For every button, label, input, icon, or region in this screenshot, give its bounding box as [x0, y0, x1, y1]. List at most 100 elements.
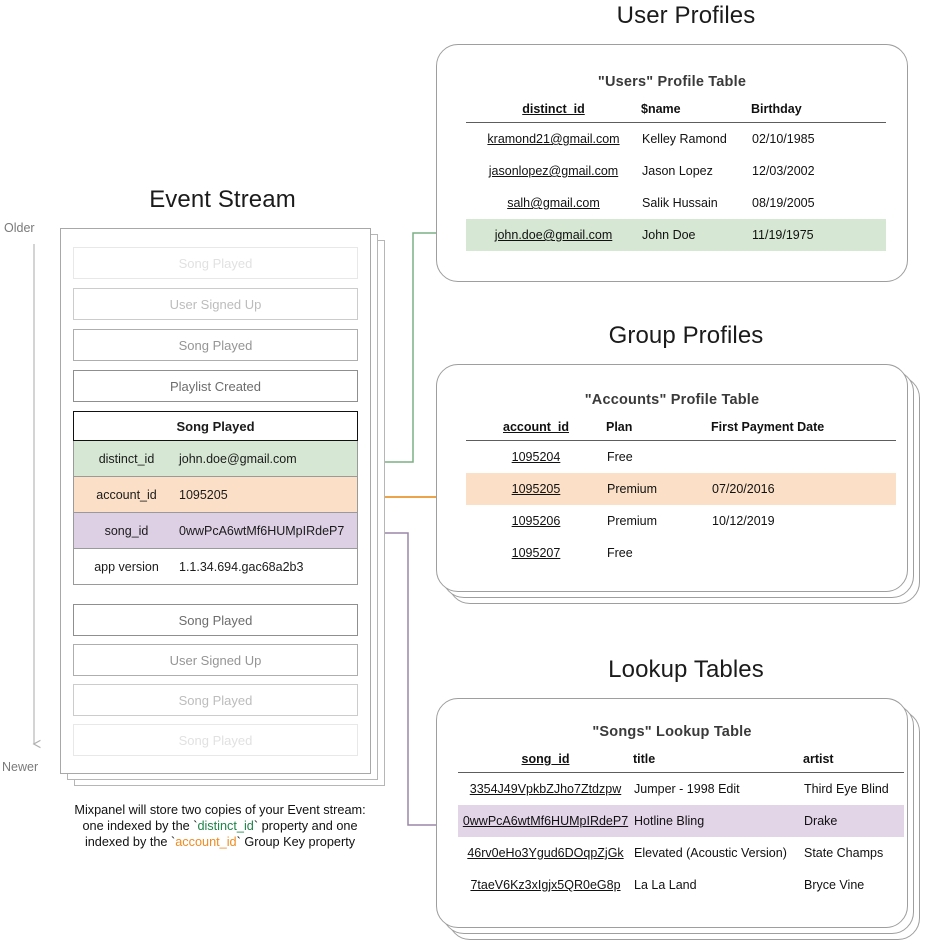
users-table-title: "Users" Profile Table	[597, 74, 747, 90]
event-item[interactable]: User Signed Up	[73, 644, 358, 676]
cell-birthday: 08/19/2005	[752, 196, 815, 210]
property-value: john.doe@gmail.com	[179, 451, 297, 466]
cell-song-id: 0wwPcA6wtMf6HUMpIRdeP7	[458, 805, 633, 837]
selected-event-name: Song Played	[73, 411, 358, 441]
table-row[interactable]: kramond21@gmail.com Kelley Ramond 02/10/…	[466, 123, 886, 156]
event-item[interactable]: Song Played	[73, 604, 358, 636]
axis-label-newer: Newer	[2, 760, 39, 774]
table-header-row: song_id title artist	[458, 752, 904, 772]
cell-title: Elevated (Acoustic Version)	[634, 846, 787, 860]
cell-birthday: 02/10/1985	[752, 132, 815, 146]
cell-plan: Free	[607, 546, 633, 560]
property-key: song_id	[104, 523, 149, 538]
table-row[interactable]: 46rv0eHo3Ygud6DOqpZjGk Elevated (Acousti…	[458, 837, 904, 869]
event-item[interactable]: User Signed Up	[73, 288, 358, 320]
cell-artist: Bryce Vine	[804, 878, 865, 892]
caption-line-2-prefix: one indexed by the `	[82, 819, 198, 833]
cell-artist: State Champs	[804, 846, 884, 860]
column-header-title: title	[633, 752, 656, 766]
cell-name: Jason Lopez	[642, 164, 713, 178]
lookup-tables-title: Lookup Tables	[608, 656, 764, 683]
table-row[interactable]: 3354J49VpkbZJho7Ztdzpw Jumper - 1998 Edi…	[458, 773, 904, 806]
caption-line-2-suffix: ` property and one	[253, 819, 358, 833]
column-header-first-payment-date: First Payment Date	[711, 420, 825, 434]
cell-title: Hotline Bling	[633, 805, 803, 837]
cell-artist: Third Eye Blind	[804, 782, 889, 796]
cell-account-id: 1095206	[511, 514, 561, 528]
accounts-table-title: "Accounts" Profile Table	[584, 392, 760, 408]
table-row-highlighted[interactable]: 0wwPcA6wtMf6HUMpIRdeP7 Hotline Bling Dra…	[458, 805, 904, 837]
property-value: 1095205	[179, 487, 228, 502]
cell-title: La La Land	[634, 878, 697, 892]
cell-account-id: 1095204	[511, 450, 561, 464]
caption-distinct-id-key: distinct_id	[197, 819, 254, 833]
caption-line-3-prefix: indexed by the `	[84, 835, 176, 849]
event-property-song-id[interactable]: song_id 0wwPcA6wtMf6HUMpIRdeP7	[73, 513, 358, 549]
property-key: app version	[94, 559, 159, 574]
table-row[interactable]: 1095204 Free	[466, 441, 896, 474]
event-item[interactable]: Song Played	[73, 329, 358, 361]
event-property-app-version[interactable]: app version 1.1.34.694.gac68a2b3	[73, 549, 358, 585]
caption-line-2: one indexed by the `distinct_id` propert…	[40, 818, 400, 834]
table-row[interactable]: 1095207 Free	[466, 537, 896, 569]
cell-first-payment-date	[711, 537, 896, 569]
event-property-distinct-id[interactable]: distinct_id john.doe@gmail.com	[73, 441, 358, 477]
table-row[interactable]: 7taeV6Kz3xIgjx5QR0eG8p La La Land Bryce …	[458, 869, 904, 901]
event-property-account-id[interactable]: account_id 1095205	[73, 477, 358, 513]
event-item[interactable]: Song Played	[73, 684, 358, 716]
event-stream-stack: Song Played User Signed Up Song Played P…	[60, 228, 385, 786]
songs-lookup-card-stack: "Songs" Lookup Table song_id title artis…	[436, 698, 936, 948]
caption-line-1: Mixpanel will store two copies of your E…	[74, 803, 366, 817]
column-header-song-id: song_id	[521, 752, 570, 766]
cell-first-payment-date: 10/12/2019	[712, 514, 775, 528]
cell-plan: Free	[607, 450, 633, 464]
column-header-account-id: account_id	[503, 420, 569, 434]
cell-birthday: 12/03/2002	[752, 164, 815, 178]
cell-name: Salik Hussain	[642, 196, 718, 210]
cell-distinct-id: salh@gmail.com	[507, 196, 600, 210]
table-row[interactable]: jasonlopez@gmail.com Jason Lopez 12/03/2…	[466, 155, 886, 187]
event-item[interactable]: Song Played	[73, 247, 358, 279]
caption-line-3-suffix: ` Group Key property	[236, 835, 356, 849]
caption-line-3: indexed by the `account_id` Group Key pr…	[40, 834, 400, 850]
event-stream-title: Event Stream	[149, 186, 296, 213]
column-header-name: $name	[641, 102, 681, 116]
column-header-plan: Plan	[606, 420, 633, 434]
cell-name: Kelley Ramond	[642, 132, 727, 146]
column-header-distinct-id: distinct_id	[522, 102, 585, 116]
user-profiles-title: User Profiles	[616, 2, 756, 29]
table-row[interactable]: 1095206 Premium 10/12/2019	[466, 505, 896, 537]
selected-event-card[interactable]: Song Played distinct_id john.doe@gmail.c…	[73, 411, 358, 585]
cell-song-id: 3354J49VpkbZJho7Ztdzpw	[469, 782, 622, 796]
cell-song-id: 7taeV6Kz3xIgjx5QR0eG8p	[470, 878, 621, 892]
property-value: 0wwPcA6wtMf6HUMpIRdeP7	[179, 523, 345, 538]
cell-song-id: 46rv0eHo3Ygud6DOqpZjGk	[467, 846, 624, 860]
event-stream-list: Song Played User Signed Up Song Played P…	[60, 228, 371, 774]
users-profile-card-stack: "Users" Profile Table distinct_id $name …	[436, 44, 936, 284]
table-row-highlighted[interactable]: 1095205 Premium 07/20/2016	[466, 473, 896, 505]
event-item[interactable]: Song Played	[73, 724, 358, 756]
accounts-table: account_id Plan First Payment Date 10952…	[466, 420, 896, 569]
property-value: 1.1.34.694.gac68a2b3	[179, 559, 304, 574]
songs-table-title: "Songs" Lookup Table	[592, 724, 752, 740]
cell-account-id: 1095205	[466, 473, 606, 505]
table-header-row: distinct_id $name Birthday	[466, 102, 886, 122]
table-header-row: account_id Plan First Payment Date	[466, 420, 896, 440]
event-item[interactable]: Playlist Created	[73, 370, 358, 402]
cell-artist: Drake	[803, 805, 904, 837]
table-row-highlighted[interactable]: john.doe@gmail.com John Doe 11/19/1975	[466, 219, 886, 251]
cell-birthday: 11/19/1975	[751, 219, 886, 251]
group-profiles-title: Group Profiles	[608, 322, 764, 349]
caption-account-id-key: account_id	[175, 835, 237, 849]
cell-title: Jumper - 1998 Edit	[634, 782, 740, 796]
column-header-birthday: Birthday	[751, 102, 802, 116]
songs-table: song_id title artist 3354J49VpkbZJho7Ztd…	[458, 752, 904, 901]
cell-account-id: 1095207	[511, 546, 561, 560]
table-row[interactable]: salh@gmail.com Salik Hussain 08/19/2005	[466, 187, 886, 219]
cell-distinct-id: john.doe@gmail.com	[466, 219, 641, 251]
cell-plan: Premium	[606, 473, 711, 505]
property-key: distinct_id	[98, 451, 155, 466]
cell-first-payment-date: 07/20/2016	[711, 473, 896, 505]
property-key: account_id	[96, 487, 157, 502]
